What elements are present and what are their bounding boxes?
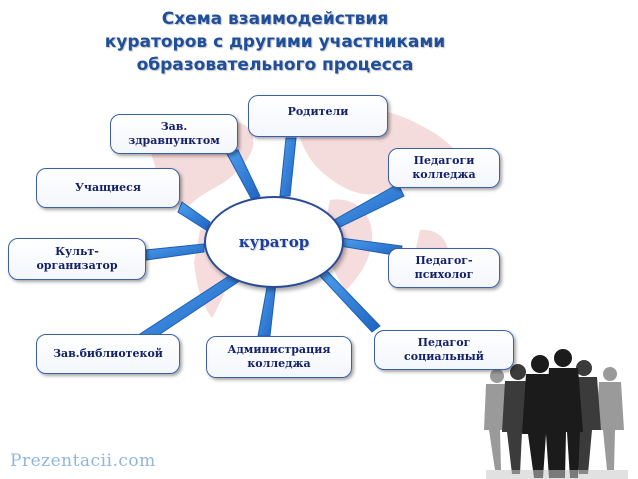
node-label: колледжа [412,168,476,181]
connector-arrows [139,137,405,343]
node-label: Педагог- [415,254,473,267]
node-label: колледжа [247,357,311,370]
business-people-image [484,349,628,479]
node-label: Культ- [55,245,99,258]
title-line: образовательного процесса [136,55,414,75]
node-college-teachers: Педагоги колледжа [388,148,500,188]
site-logo: Prezentacii.com [10,451,156,471]
arrow-admin [257,281,277,337]
logo-text: Prezentacii.com [10,451,156,471]
node-label: здравпунктом [128,134,220,147]
node-label: социальный [404,350,484,363]
node-label: Учащиеся [75,181,141,194]
node-label: психолог [414,268,474,281]
node-label: Администрация [227,343,331,356]
title-line: кураторов с другими участниками [104,32,446,52]
arrow-parents [279,137,297,197]
node-health-center: Зав. здравпунктом [110,114,238,154]
node-library-head: Зав.библиотекой [36,334,180,374]
slide-title: Схема взаимодействия кураторов с другими… [60,8,490,77]
node-label: Педагог [417,336,471,349]
arrow-students [177,201,211,231]
node-college-administration: Администрация колледжа [206,336,352,378]
node-label: Родители [287,105,349,118]
center-label: куратор [238,233,310,251]
node-label: Педагоги [413,154,475,167]
node-label: Зав. [160,120,188,133]
node-students: Учащиеся [36,168,180,208]
center-node-curator: куратор [204,196,344,288]
node-culture-organizer: Культ- организатор [8,238,146,280]
node-label: организатор [36,259,118,272]
node-label: Зав.библиотекой [53,347,163,360]
node-psychologist: Педагог- психолог [388,248,500,288]
title-line: Схема взаимодействия [161,9,389,29]
node-parents: Родители [248,95,388,137]
node-social-teacher: Педагог социальный [374,330,514,370]
arrow-library [139,273,239,343]
